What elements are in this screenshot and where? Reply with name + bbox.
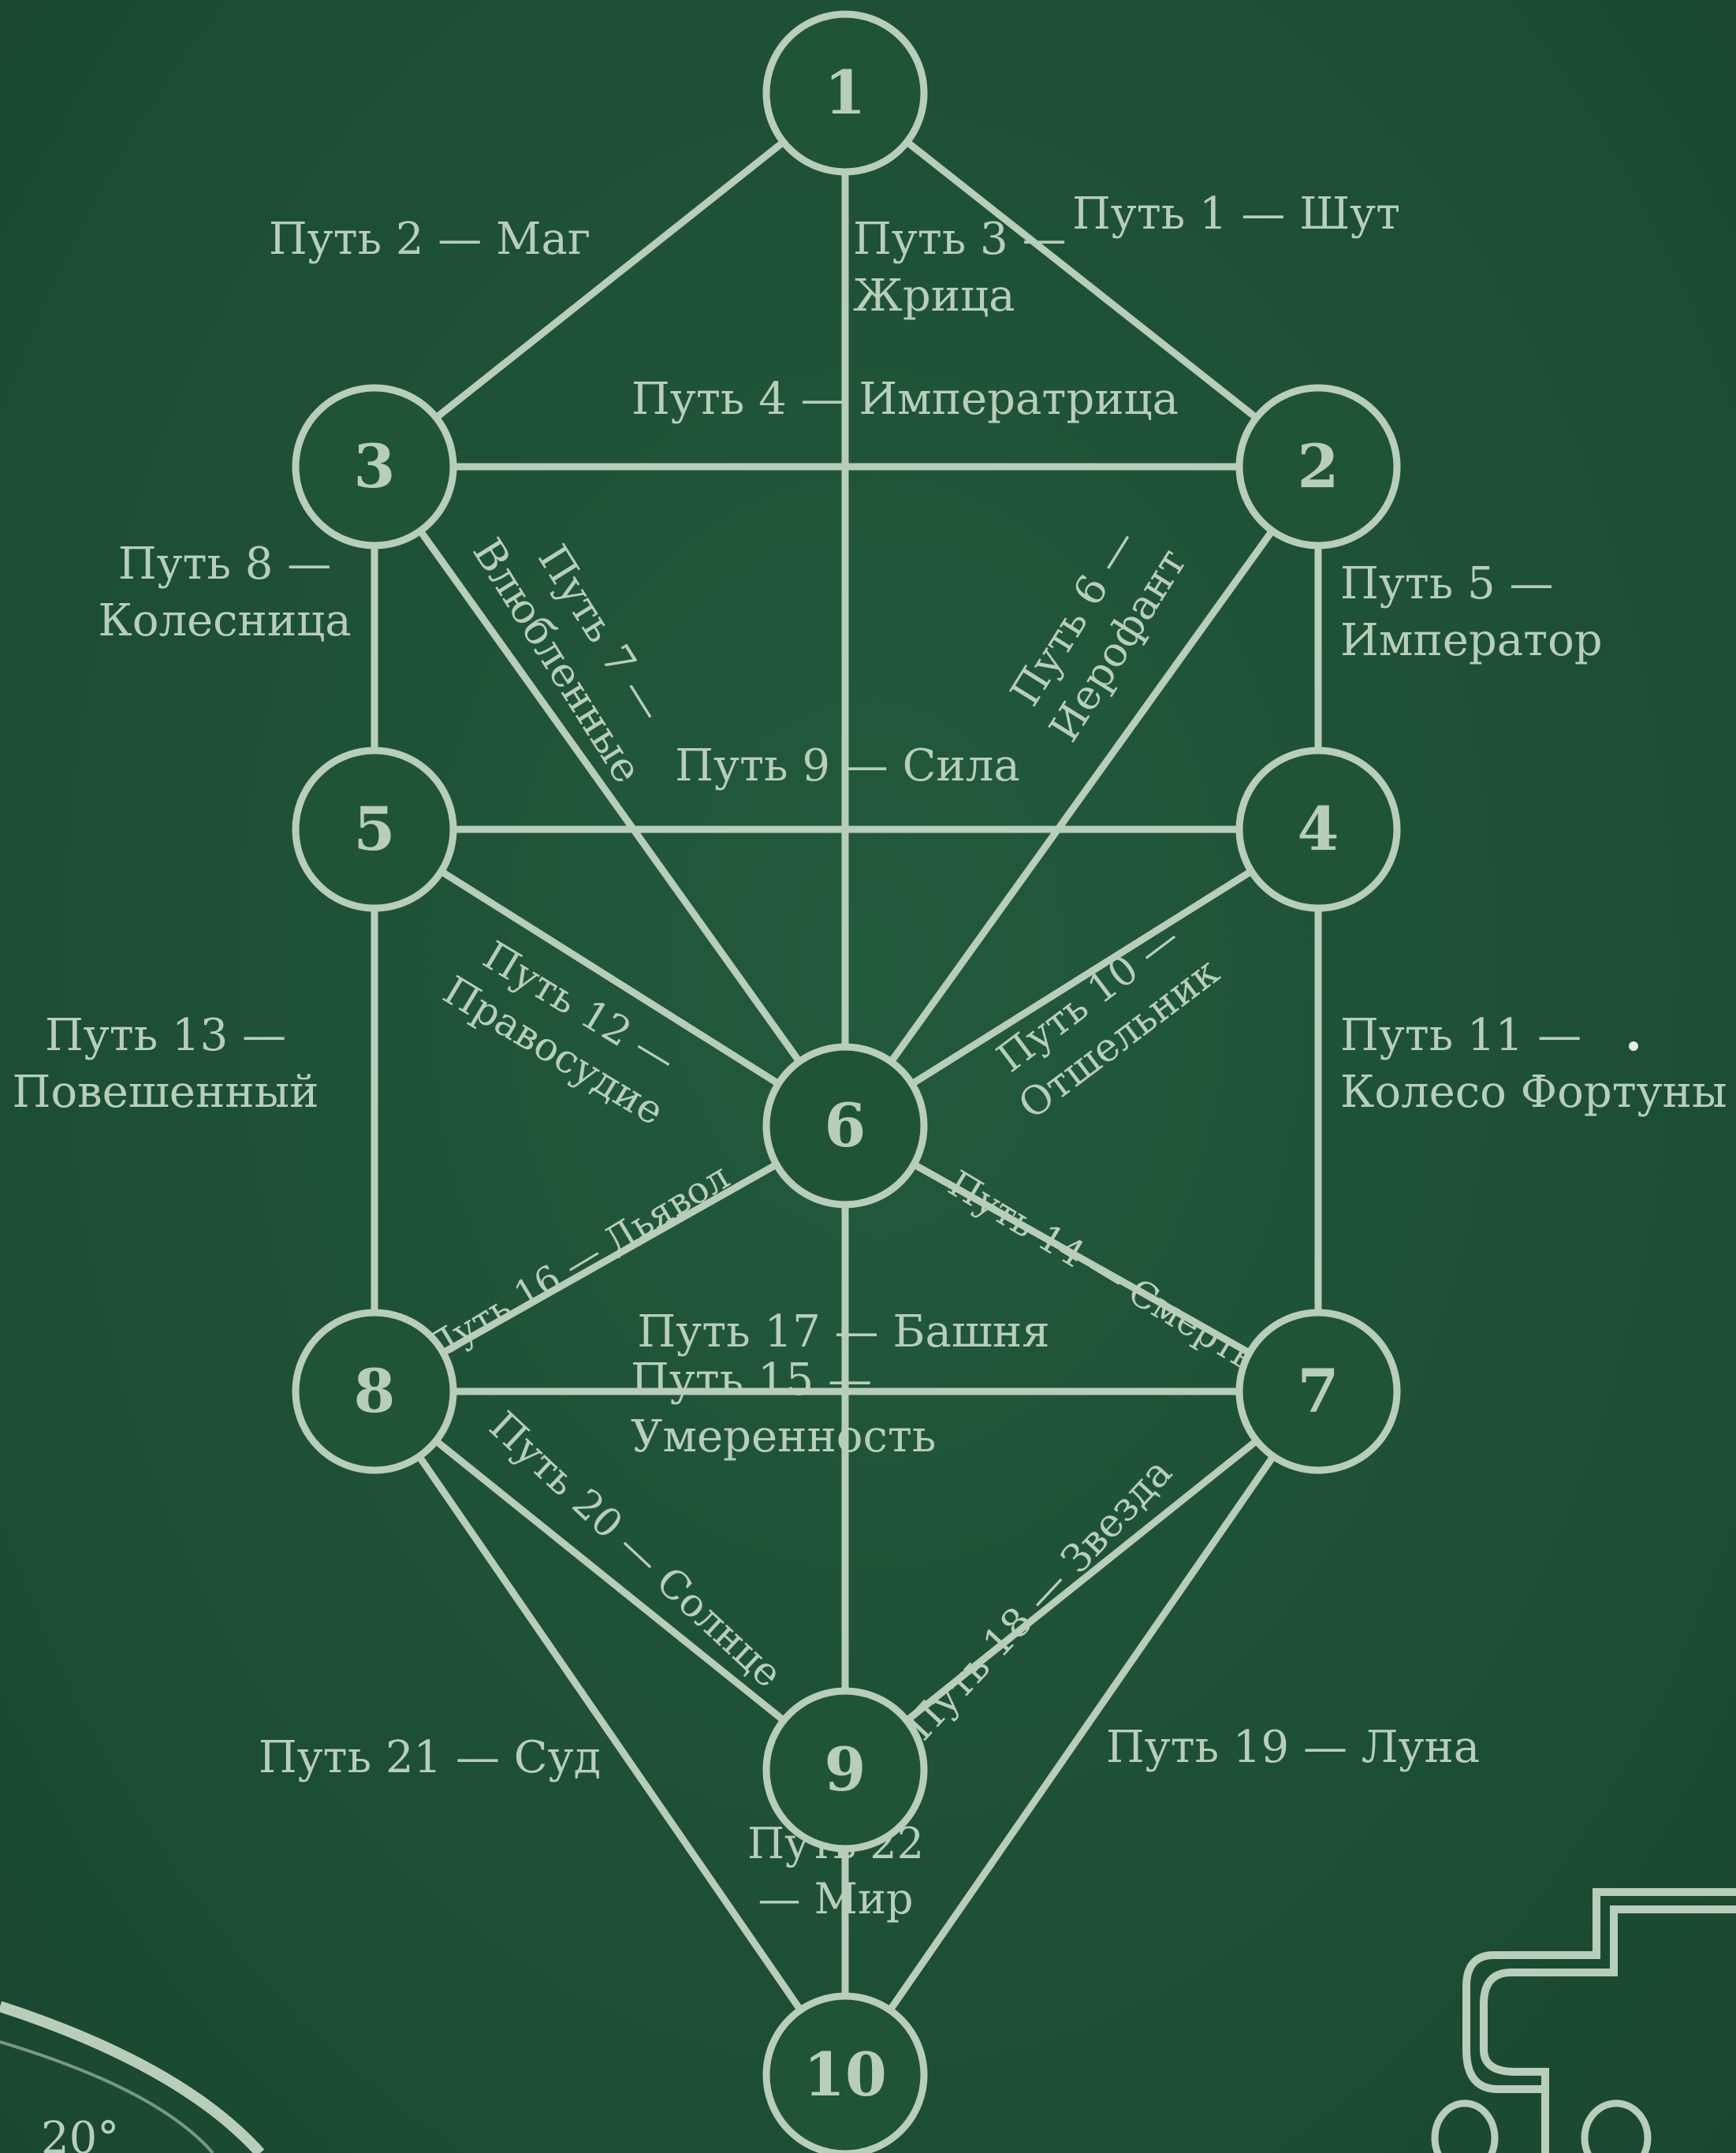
decorative-ornaments: 20° (0, 1041, 1736, 2153)
ornament-key-outline-0 (1466, 1892, 1736, 2153)
path-label-8: Путь 8 —Колесница (98, 538, 351, 646)
path-label-19: Путь 19 — Луна (1106, 1722, 1480, 1773)
node-number: 4 (1298, 794, 1339, 864)
path-label-line: Повешенный (13, 1067, 319, 1118)
node-number: 6 (825, 1090, 866, 1160)
path-label-line: Жрица (853, 270, 1015, 322)
path-label-line: Путь 21 — Суд (259, 1732, 601, 1783)
ornament-key-outline-1 (1484, 1909, 1736, 2153)
node-number: 9 (825, 1734, 866, 1805)
path-label-9: Путь 9 — Сила (675, 740, 1019, 792)
node-number: 8 (354, 1356, 396, 1426)
path-label-line: Путь 17 — Башня (637, 1306, 1049, 1358)
path-label-3: Путь 3 —Жрица (853, 214, 1066, 322)
path-label-line: Колесница (98, 595, 351, 646)
node-6: 6 (766, 1047, 924, 1205)
path-label-6: Путь 6 —Иерофант (997, 513, 1196, 751)
path-label-line: Император (1340, 615, 1603, 666)
node-number: 7 (1298, 1356, 1339, 1426)
ornament-ring-1 (1435, 2103, 1495, 2153)
node-5: 5 (296, 751, 453, 908)
node-10: 10 (766, 1996, 924, 2153)
node-9: 9 (766, 1691, 924, 1849)
path-label-line: Путь 9 — Сила (675, 740, 1019, 792)
node-1: 1 (766, 14, 924, 172)
path-label-12: Путь 12 —Правосудие (435, 924, 698, 1134)
path-label-18: Путь 18 — Звезда (896, 1449, 1180, 1749)
node-2: 2 (1239, 388, 1397, 546)
path-label-line: Путь 2 — Маг (269, 214, 590, 265)
path-label-line: Путь 3 — (853, 214, 1066, 265)
path-label-4: Путь 4 — Императрица (631, 374, 1179, 425)
path-label-line: Путь 11 — (1340, 1010, 1581, 1061)
path-label-line: Путь 8 — (118, 538, 331, 590)
path-label-line: Путь 13 — (45, 1010, 286, 1061)
path-label-line: Путь 1 — Шут (1072, 188, 1400, 240)
path-label-line: Путь 15 — (631, 1354, 872, 1406)
path-label-1: Путь 1 — Шут (1072, 188, 1400, 240)
path-label-line: Путь 19 — Луна (1106, 1722, 1480, 1773)
ornament-arc-left (0, 2006, 260, 2153)
path-label-11: Путь 11 — Колесо Фортуны (1340, 1010, 1727, 1118)
path-label-15: Путь 15 —Умеренность (631, 1354, 936, 1462)
node-number: 10 (803, 2039, 887, 2110)
node-number: 5 (354, 794, 396, 864)
path-label-5: Путь 5 — Император (1340, 558, 1603, 666)
path-label-line: Путь 18 — Звезда (896, 1449, 1180, 1749)
path-label-2: Путь 2 — Маг (269, 214, 590, 265)
corner-degree-label: 20° (41, 2113, 119, 2153)
speck-dot (1629, 1041, 1638, 1051)
path-label-17: Путь 17 — Башня (637, 1306, 1049, 1358)
path-label-line: Умеренность (631, 1411, 936, 1462)
node-7: 7 (1239, 1313, 1397, 1470)
ornament-ring-2 (1585, 2103, 1648, 2153)
node-4: 4 (1239, 751, 1397, 908)
path-label-line: Колесо Фортуны (1340, 1067, 1727, 1118)
path-label-line: Путь 5 — (1340, 558, 1553, 609)
path-label-13: Путь 13 — Повешенный (13, 1010, 319, 1118)
node-number: 3 (354, 431, 396, 501)
path-label-line: — Мир (758, 1874, 913, 1924)
path-label-line: Путь 4 — Императрица (631, 374, 1179, 425)
node-number: 1 (825, 58, 866, 128)
node-3: 3 (296, 388, 453, 546)
path-label-21: Путь 21 — Суд (259, 1732, 601, 1783)
node-8: 8 (296, 1313, 453, 1470)
node-number: 2 (1298, 431, 1339, 501)
